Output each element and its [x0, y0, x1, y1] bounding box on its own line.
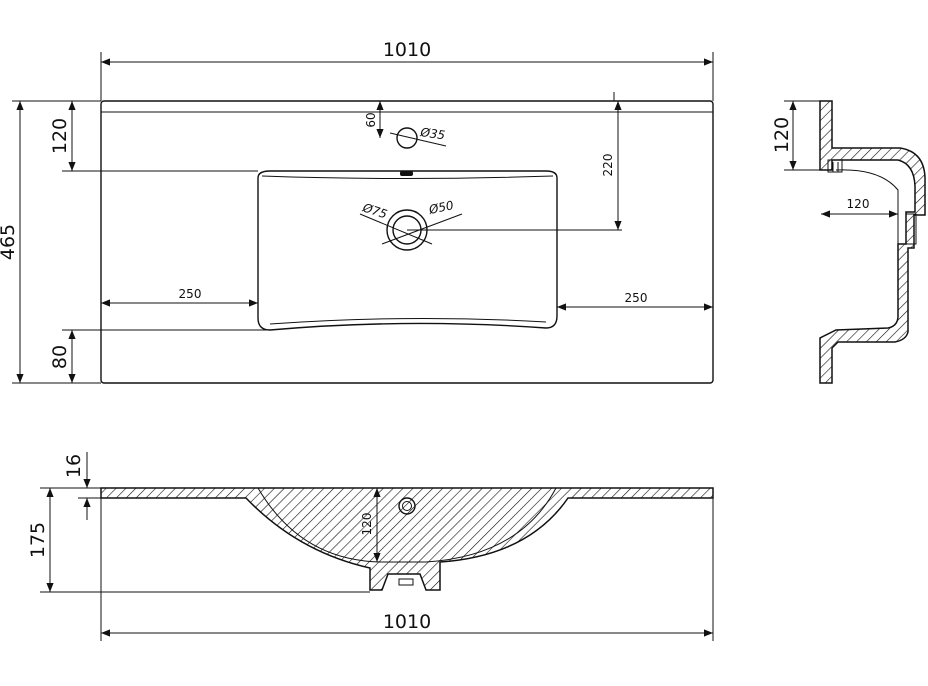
side-inner-line	[835, 169, 899, 244]
bottom-width-label: 1010	[383, 611, 431, 633]
drain-leader-b	[381, 213, 463, 245]
front-drain-slot	[398, 578, 414, 586]
drain-distance-label: 220	[601, 154, 615, 177]
front-basin-depth-label: 120	[360, 513, 374, 536]
front-thickness-label: 16	[63, 454, 85, 478]
side-drain-boss	[905, 213, 917, 245]
top-view: 1010 465 120 80 60 Ø35 Ø75 Ø50 220 250 2…	[0, 39, 714, 384]
front-inner-line	[257, 487, 557, 563]
drain-leader-a	[359, 213, 433, 245]
side-section-shell	[819, 100, 926, 384]
overflow-slot	[400, 171, 413, 176]
front-view: 16 175 120 1010	[27, 452, 714, 641]
left-margin-label: 250	[179, 287, 202, 301]
total-depth-label: 465	[0, 224, 19, 260]
side-inner-width-label: 120	[847, 197, 870, 211]
side-view: 120 120	[771, 100, 926, 384]
side-back-height-label: 120	[771, 117, 793, 153]
basin-inner-rim	[261, 175, 554, 179]
side-overflow-detail	[827, 159, 843, 173]
drain-outer-label: Ø75	[360, 200, 389, 221]
tap-offset-label: 60	[364, 112, 378, 127]
tap-hole-label: Ø35	[419, 125, 446, 142]
back-rim-label: 120	[49, 118, 71, 154]
front-tap-hole-icon	[398, 497, 416, 515]
countertop-outline	[100, 100, 714, 384]
drain-inner-label: Ø50	[427, 198, 455, 217]
tap-hole-icon	[396, 127, 418, 149]
front-rim-label: 80	[49, 345, 71, 369]
front-section-shell	[100, 487, 714, 591]
front-height-label: 175	[27, 522, 49, 558]
tap-hole-leader	[389, 132, 447, 147]
basin-front-rim	[269, 317, 547, 325]
right-margin-label: 250	[625, 291, 648, 305]
top-width-label: 1010	[383, 39, 431, 61]
